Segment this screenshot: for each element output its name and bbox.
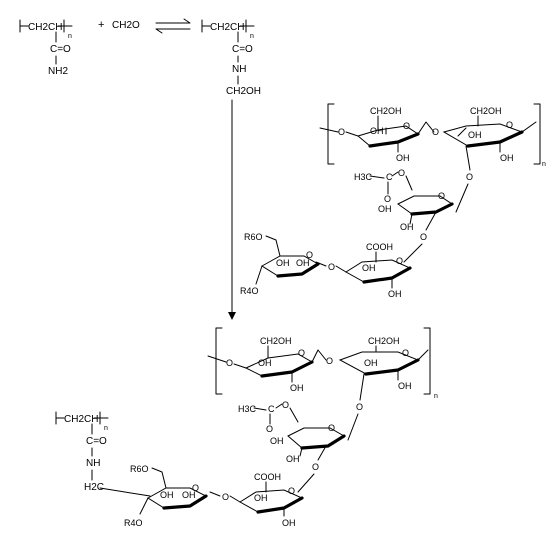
ring1-oh-bottom: OH	[396, 153, 410, 163]
glyph-o: O	[420, 232, 427, 242]
product-branch-oh-left: OH	[270, 436, 284, 446]
uronic-cooh: COOH	[366, 242, 393, 252]
methylol-nh: NH	[232, 64, 246, 75]
polyacrylamide-reactant: CH2CH n C=O NH2	[19, 19, 73, 77]
ring1-oh-left: OH	[370, 126, 384, 136]
polysaccharide-reactant: n O O CH2OH OH OH O O CH2OH OH OH O H3C	[240, 103, 546, 299]
glyph-o: O	[226, 358, 233, 368]
glyph-o: O	[384, 194, 391, 204]
product-acetyl-c: C	[268, 404, 275, 414]
product-terminal-r6o: R6O	[130, 464, 149, 474]
glyph-o: O	[222, 492, 229, 502]
pam-subscript-n: n	[68, 33, 72, 40]
ring-oxygen: O	[298, 348, 305, 358]
pam-chain-label: CH2CH	[28, 22, 62, 33]
acetyl-c: C	[386, 172, 393, 182]
branch-oh-bottom: OH	[400, 222, 414, 232]
pam-amide: NH2	[48, 66, 68, 77]
product-ring2-oh-right: OH	[364, 358, 378, 368]
product-uronic-oh-bottom: OH	[282, 518, 296, 528]
ring-oxygen: O	[328, 423, 335, 433]
product-terminal-oh-b: OH	[182, 490, 196, 500]
product-uronic-oh-left: OH	[254, 493, 268, 503]
product-pam-subscript-n: n	[104, 425, 108, 432]
product-subscript-n: n	[434, 393, 438, 400]
methylol-carbonyl: C=O	[232, 44, 253, 55]
uronic-oh-left: OH	[362, 263, 376, 273]
product-ring2-oh-bottom: OH	[398, 381, 412, 391]
glyph-o: O	[328, 262, 335, 272]
product-terminal-oh-a: OH	[160, 490, 174, 500]
equilibrium-arrow	[155, 18, 191, 34]
product-pam-linker: H2C	[84, 482, 104, 493]
terminal-oh-b: OH	[296, 258, 310, 268]
plus-sign: +	[98, 19, 104, 31]
terminal-r4o: R4O	[240, 286, 259, 296]
terminal-r6o: R6O	[244, 232, 263, 242]
glyph-o: O	[432, 127, 439, 137]
ring2-oh-right: OH	[468, 130, 482, 140]
uronic-oh-bottom: OH	[388, 289, 402, 299]
methylol-ch2oh: CH2OH	[226, 86, 261, 97]
formaldehyde: CH2O	[112, 20, 140, 31]
product-ring1-ch2oh: CH2OH	[260, 336, 292, 346]
branch-oh-left: OH	[378, 204, 392, 214]
grafted-product: n O O CH2OH OH OH O O CH2OH OH OH O H3C …	[55, 327, 438, 528]
glyph-o: O	[398, 168, 405, 178]
ring2-ch2oh: CH2OH	[470, 106, 502, 116]
ring-oxygen: O	[438, 191, 445, 201]
backbone-subscript-n: n	[542, 161, 546, 168]
product-terminal-r4o: R4O	[124, 518, 143, 528]
ring-oxygen: O	[402, 348, 409, 358]
glyph-o: O	[356, 402, 363, 412]
product-ring2-ch2oh: CH2OH	[368, 336, 400, 346]
ring-oxygen: O	[506, 120, 513, 130]
ring-oxygen: O	[396, 256, 403, 266]
pam-carbonyl: C=O	[50, 44, 71, 55]
acetyl-h3c: H3C	[354, 172, 373, 182]
methylol-acrylamide-product: CH2CH n C=O NH CH2OH	[201, 19, 261, 97]
ring-oxygen: O	[403, 121, 410, 131]
product-uronic-cooh: COOH	[254, 472, 281, 482]
product-ring1-oh-left: OH	[258, 358, 272, 368]
product-pam-nh: NH	[86, 458, 100, 469]
glyph-o: O	[266, 424, 273, 434]
glyph-o: O	[326, 356, 333, 366]
methylol-subscript-n: n	[250, 33, 254, 40]
terminal-oh-a: OH	[276, 258, 290, 268]
product-pam-chain: CH2CH	[64, 414, 98, 425]
reaction-arrow-down	[228, 99, 236, 320]
product-pam-carbonyl: C=O	[86, 436, 107, 447]
ring-oxygen: O	[288, 486, 295, 496]
glyph-o: O	[466, 172, 473, 182]
ring-oxygen: O	[306, 250, 313, 260]
ring1-ch2oh: CH2OH	[370, 106, 402, 116]
product-acetyl-h3c: H3C	[238, 404, 257, 414]
glyph-o: O	[312, 462, 319, 472]
product-branch-oh-bottom: OH	[286, 454, 300, 464]
methylol-chain-label: CH2CH	[210, 22, 244, 33]
glyph-o: O	[282, 400, 289, 410]
ring2-oh-bottom: OH	[500, 153, 514, 163]
product-ring1-oh-bottom: OH	[290, 383, 304, 393]
glyph-o: O	[338, 127, 345, 137]
ring-oxygen: O	[192, 483, 199, 493]
